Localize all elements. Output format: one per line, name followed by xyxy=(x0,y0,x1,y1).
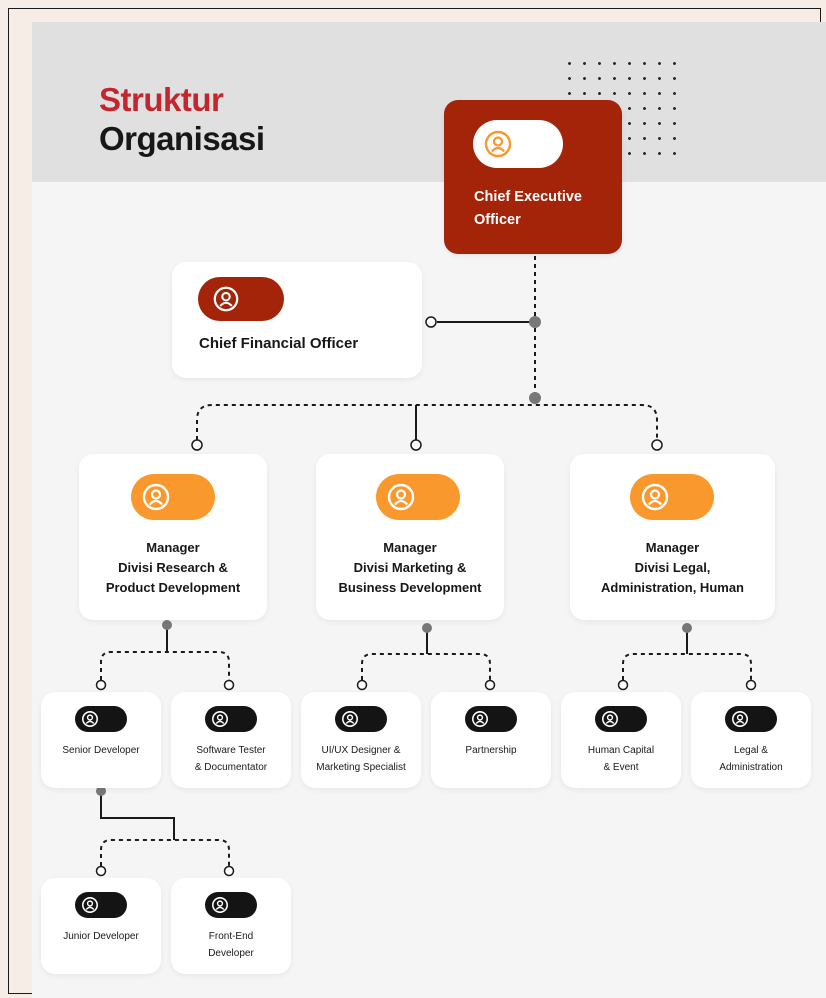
user-icon xyxy=(387,483,415,511)
junction-dot xyxy=(96,786,106,796)
staff-card-partnership: Partnership xyxy=(431,692,551,788)
manager-pill xyxy=(630,474,714,520)
manager-bus-line xyxy=(196,404,658,440)
ceo-card: Chief Executive Officer xyxy=(444,100,622,254)
mgr3-bus xyxy=(622,653,752,680)
manager-card-research: Manager Divisi Research & Product Develo… xyxy=(79,454,267,620)
title-organisasi: Organisasi xyxy=(99,120,265,157)
staff-card-software-tester: Software Tester& Documentator xyxy=(171,692,291,788)
junction-dot xyxy=(422,623,432,633)
ceo-label: Chief Executive Officer xyxy=(474,189,582,228)
cfo-pill xyxy=(198,277,284,321)
junction-dot xyxy=(682,623,692,633)
user-icon xyxy=(732,711,748,727)
user-icon xyxy=(212,711,228,727)
staff-pill xyxy=(75,706,127,732)
endpoint-ring xyxy=(356,679,368,691)
endpoint-ring xyxy=(95,865,107,877)
staff-label: UI/UX Designer &Marketing Specialist xyxy=(316,745,406,773)
staff-card-junior-developer: Junior Developer xyxy=(41,878,161,974)
ceo-pill xyxy=(473,120,563,168)
user-icon xyxy=(484,130,512,158)
senior-dev-stem xyxy=(100,791,175,840)
staff-label: Partnership xyxy=(465,745,517,756)
staff-label: Junior Developer xyxy=(63,931,139,942)
junction-dot xyxy=(529,392,541,404)
staff-card-legal-administration: Legal &Administration xyxy=(691,692,811,788)
manager-card-legal: Manager Divisi Legal, Administration, Hu… xyxy=(570,454,775,620)
user-icon xyxy=(472,711,488,727)
endpoint-ring xyxy=(223,679,235,691)
cfo-label: Chief Financial Officer xyxy=(199,335,359,352)
staff-pill xyxy=(205,706,257,732)
header-band xyxy=(32,22,826,182)
staff-label: Legal &Administration xyxy=(719,745,783,773)
staff-card-uiux-designer: UI/UX Designer &Marketing Specialist xyxy=(301,692,421,788)
manager-pill xyxy=(131,474,215,520)
user-icon xyxy=(342,711,358,727)
endpoint-ring xyxy=(484,679,496,691)
endpoint-ring xyxy=(425,316,437,328)
staff-pill xyxy=(725,706,777,732)
mgr2-bus xyxy=(361,653,491,680)
endpoint-ring xyxy=(95,679,107,691)
staff-pill xyxy=(205,892,257,918)
staff-pill xyxy=(465,706,517,732)
staff-card-human-capital: Human Capital& Event xyxy=(561,692,681,788)
user-icon xyxy=(641,483,669,511)
user-icon xyxy=(212,897,228,913)
manager-pill xyxy=(376,474,460,520)
cfo-card: Chief Financial Officer xyxy=(172,262,422,378)
endpoint-ring xyxy=(410,439,422,451)
staff-pill xyxy=(335,706,387,732)
staff-label: Senior Developer xyxy=(62,745,140,756)
user-icon xyxy=(82,711,98,727)
staff-label: Software Tester& Documentator xyxy=(194,745,268,773)
user-icon xyxy=(213,286,239,312)
junction-dot xyxy=(162,620,172,630)
endpoint-ring xyxy=(651,439,663,451)
senior-dev-bus xyxy=(100,839,230,866)
mgr1-bus xyxy=(100,651,230,680)
user-icon xyxy=(82,897,98,913)
endpoint-ring xyxy=(617,679,629,691)
user-icon xyxy=(142,483,170,511)
junction-dot xyxy=(529,316,541,328)
staff-pill xyxy=(75,892,127,918)
title-struktur: Struktur xyxy=(99,81,224,118)
manager-label: Manager Divisi Legal, Administration, Hu… xyxy=(600,540,744,595)
user-icon xyxy=(602,711,618,727)
manager-card-marketing: Manager Divisi Marketing & Business Deve… xyxy=(316,454,504,620)
endpoint-ring xyxy=(223,865,235,877)
manager-label: Manager Divisi Marketing & Business Deve… xyxy=(338,540,482,595)
endpoint-ring xyxy=(745,679,757,691)
staff-label: Human Capital& Event xyxy=(587,745,655,773)
endpoint-ring xyxy=(191,439,203,451)
manager-label: Manager Divisi Research & Product Develo… xyxy=(105,540,241,595)
staff-card-senior-developer: Senior Developer xyxy=(41,692,161,788)
staff-pill xyxy=(595,706,647,732)
